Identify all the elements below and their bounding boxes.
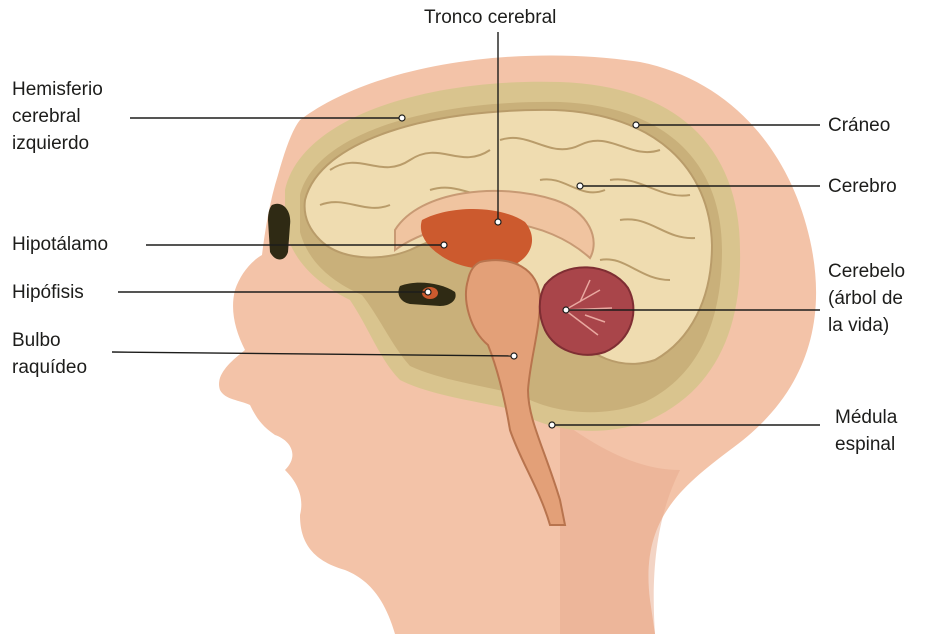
label-craneo: Cráneo — [828, 112, 890, 139]
label-tronco-cerebral: Tronco cerebral — [424, 4, 556, 31]
label-bulbo-raquideo: Bulbo raquídeo — [12, 327, 87, 381]
label-medula-espinal: Médula espinal — [835, 404, 897, 458]
label-hipofisis: Hipófisis — [12, 279, 84, 306]
label-cerebelo: Cerebelo (árbol de la vida) — [828, 258, 905, 339]
label-hipotalamo: Hipotálamo — [12, 231, 108, 258]
cerebellum — [540, 267, 634, 354]
label-cerebro: Cerebro — [828, 173, 897, 200]
frontal-sinus — [268, 204, 290, 260]
label-hemisferio-cerebral-izquierdo: Hemisferio cerebral izquierdo — [12, 76, 103, 157]
